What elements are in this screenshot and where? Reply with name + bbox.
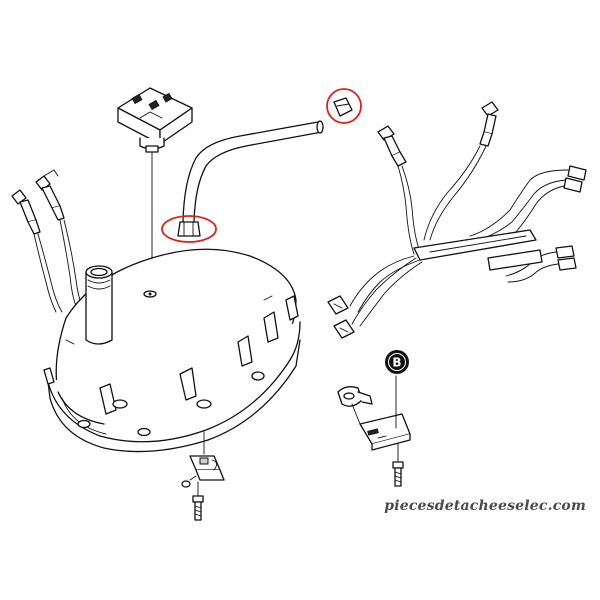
site-watermark: piecesdetacheeselec.com bbox=[384, 498, 586, 514]
hose-nut-highlight bbox=[161, 215, 217, 243]
boiler-tank bbox=[43, 248, 301, 453]
callout-b-label: B bbox=[392, 356, 401, 370]
hose-part bbox=[161, 88, 362, 243]
thermostat-part bbox=[117, 87, 193, 293]
bottom-bracket-right bbox=[337, 375, 411, 487]
bottom-bracket-left bbox=[181, 431, 225, 521]
callout-b-badge: B bbox=[385, 350, 409, 374]
left-terminal-connectors bbox=[11, 169, 83, 313]
wiring-harness bbox=[327, 101, 587, 339]
hose-end-highlight bbox=[326, 88, 362, 124]
